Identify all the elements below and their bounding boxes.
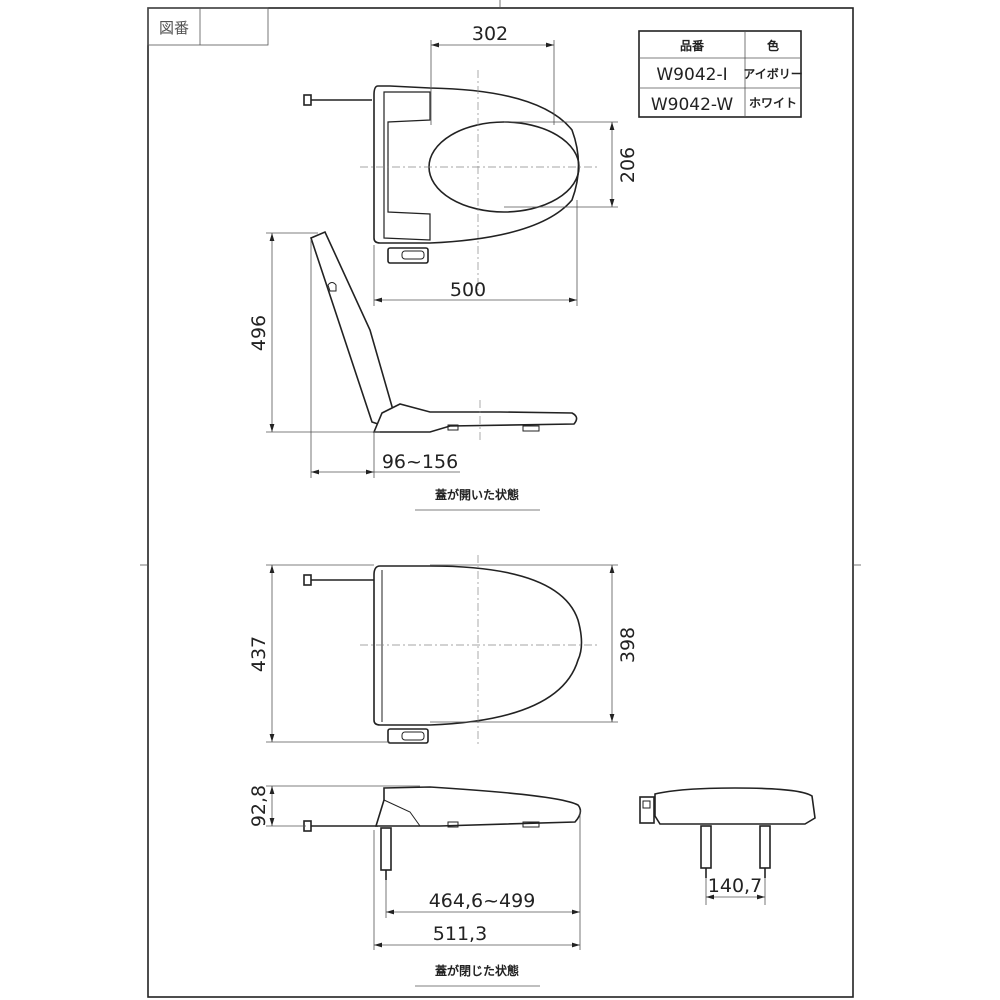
row-model: W9042-I: [656, 65, 727, 85]
top-view-closed: [303, 555, 600, 745]
svg-text:140,7: 140,7: [708, 875, 762, 897]
dimension-511-3: 511,3: [373, 830, 580, 950]
top-view-seat: [303, 70, 600, 290]
model-color-table: 品番 色 W9042-I アイボリー W9042-W ホワイト: [638, 30, 803, 118]
svg-text:398: 398: [617, 627, 639, 663]
side-view-closed: [303, 786, 582, 880]
dimension-140-7: 140,7: [705, 875, 766, 905]
svg-text:302: 302: [472, 23, 508, 45]
svg-text:496: 496: [248, 315, 270, 351]
caption-open: 蓋が開いた状態: [435, 487, 519, 502]
dimension-500: 500: [373, 200, 578, 306]
sheet-frame: [147, 7, 854, 998]
svg-text:464,6~499: 464,6~499: [429, 890, 536, 912]
caption-closed: 蓋が閉じた状態: [435, 963, 519, 978]
side-view-open: [310, 230, 578, 440]
dimension-398: 398: [430, 564, 639, 723]
row-color: アイボリー: [743, 66, 802, 81]
drawing-number-box: 図番: [147, 7, 269, 46]
dimension-302: 302: [430, 23, 555, 125]
drawing-number-label: 図番: [159, 19, 189, 37]
dimension-96-156: 96~156: [310, 240, 460, 478]
svg-text:96~156: 96~156: [382, 451, 458, 473]
svg-text:206: 206: [617, 147, 639, 183]
dimension-437: 437: [248, 564, 390, 743]
svg-text:437: 437: [248, 636, 270, 672]
row-color: ホワイト: [749, 96, 797, 110]
dimension-496: 496: [248, 232, 380, 433]
front-view-closed: [639, 787, 816, 878]
header-model: 品番: [680, 38, 705, 53]
row-model: W9042-W: [651, 95, 734, 115]
dimension-464-499: 464,6~499: [385, 810, 581, 950]
header-color: 色: [767, 38, 779, 53]
dimension-206: 206: [504, 121, 639, 208]
svg-text:511,3: 511,3: [433, 923, 487, 945]
dimension-92-8: 92,8: [248, 785, 420, 827]
svg-text:500: 500: [450, 279, 486, 301]
svg-text:92,8: 92,8: [248, 785, 270, 827]
